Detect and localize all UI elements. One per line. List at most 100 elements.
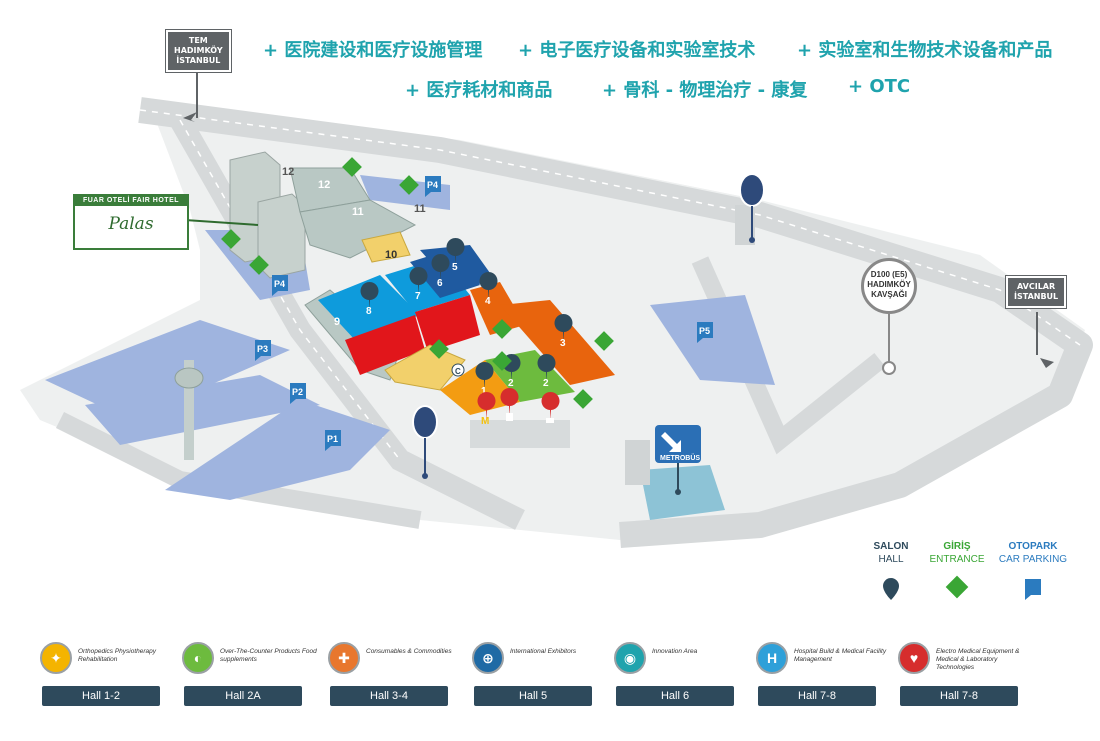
d100-junction-sign: D100 (E5) HADIMKÖY KAVŞAĞI <box>861 258 917 314</box>
card-label: International Exhibitors <box>510 648 577 655</box>
hall-7-8-button[interactable]: Hall 7-8 <box>758 686 876 706</box>
metrobus-arrow-icon <box>661 432 681 452</box>
entrance-icon <box>492 319 512 339</box>
bone-icon: ✦ <box>40 642 72 674</box>
entrance-icon <box>492 351 512 371</box>
parking-label-p2: P2 <box>292 387 303 397</box>
parking-marker <box>255 340 271 361</box>
hall-pin-c: C <box>455 367 461 376</box>
hall-1-2-button[interactable]: Hall 1-2 <box>42 686 160 706</box>
card-label: Orthopedics Physiotherapy Rehabilitation <box>78 648 157 663</box>
hall-1-building <box>440 360 520 415</box>
lane-line <box>179 119 401 461</box>
card-label: Electro Medical Equipment & Medical & La… <box>936 648 1020 671</box>
fair-hotel-sign: FUAR OTELİ FAIR HOTEL Palas <box>73 194 189 250</box>
parking-label-p4: P4 <box>274 279 285 289</box>
avcilar-sign: AVCILAR İSTANBUL <box>1006 276 1067 308</box>
hotel-logo: Palas <box>108 214 154 234</box>
legend-entrance-title: GİRİŞ <box>943 541 971 552</box>
entrance-icon <box>594 331 614 351</box>
tem-sign-line: HADIMKÖY <box>174 46 223 55</box>
parking-marker <box>325 430 341 451</box>
metro-icon <box>412 405 438 439</box>
legend-hall-title: SALON <box>873 541 909 552</box>
legend-parking-title: OTOPARK <box>1008 541 1058 552</box>
entrance-icon <box>342 157 362 177</box>
parking-marker <box>272 275 288 296</box>
hall-pin <box>446 238 465 266</box>
hall-pin-8: 8 <box>366 306 372 317</box>
hall-3-4-button[interactable]: Hall 3-4 <box>330 686 448 706</box>
heartbeat-icon: ♥ <box>898 642 930 674</box>
legend-hall-sub: HALL <box>878 554 904 565</box>
hotel-caption: FUAR OTELİ FAIR HOTEL <box>75 196 187 206</box>
d100-sign-line: KAVŞAĞI <box>871 290 907 299</box>
hall-6-button[interactable]: Hall 6 <box>616 686 734 706</box>
hotel-leader-line <box>184 219 259 226</box>
d100-sign-line: HADIMKÖY <box>867 280 911 289</box>
fuel-icon <box>506 413 513 421</box>
hall-7-8-electro-button[interactable]: Hall 7-8 <box>900 686 1018 706</box>
category-otc: + OTC <box>848 76 911 97</box>
legend-parking: OTOPARK CAR PARKING <box>996 540 1070 606</box>
tem-sign: TEM HADIMKÖY İSTANBUL <box>166 30 231 72</box>
category-orthopedics: + 骨科 - 物理治疗 - 康复 <box>602 80 808 101</box>
legend-hall: SALON HALL <box>854 540 928 606</box>
entrance-icon <box>249 255 269 275</box>
hall-pin-4: 4 <box>485 296 491 307</box>
parking-icon <box>1025 579 1041 600</box>
hall-label-11: 11 <box>352 206 364 218</box>
tem-sign-line: İSTANBUL <box>176 56 221 65</box>
hall-pin <box>409 267 428 295</box>
avcilar-sign-line: İSTANBUL <box>1014 292 1059 301</box>
fuel-pin <box>500 388 519 416</box>
card-label: Innovation Area <box>652 648 698 655</box>
tv-tower <box>184 360 194 460</box>
cafe-icon <box>546 418 554 423</box>
hall-pin <box>554 314 573 342</box>
hall-label-12b: 12 <box>282 166 294 178</box>
entrance-markers <box>221 157 614 409</box>
hall-5-button[interactable]: Hall 5 <box>474 686 592 706</box>
entrance-icon <box>429 339 449 359</box>
hospital-icon: H <box>756 642 788 674</box>
pill-icon: ◐ <box>182 642 214 674</box>
entrance-icon <box>399 175 419 195</box>
metro-icon <box>739 173 765 207</box>
parking-marker <box>697 322 713 343</box>
hall-pin <box>537 354 556 382</box>
parking-marker <box>425 176 441 197</box>
hall-pin <box>431 254 450 282</box>
hall-pin-1: 1 <box>481 386 487 397</box>
hall-pin-2b: 2 <box>543 378 549 389</box>
card-label: Consumables & Commodities <box>366 648 452 655</box>
mcdonalds-pin <box>477 392 496 420</box>
consumables-icon: ✚ <box>328 642 360 674</box>
d100-sign-line: D100 (E5) <box>870 270 908 279</box>
category-electro-medical: + 电子医疗设备和实验室技术 <box>518 40 756 61</box>
parking-label-p1: P1 <box>327 434 338 444</box>
hall-7-red <box>415 295 480 352</box>
legend-entrance-sub: ENTRANCE <box>929 554 985 565</box>
hall-3-building <box>500 300 615 385</box>
metrobus-label: METROBÜS <box>660 453 700 462</box>
hall-2a-button[interactable]: Hall 2A <box>184 686 302 706</box>
avcilar-sign-line: AVCILAR <box>1017 282 1056 291</box>
parking-marker <box>290 383 306 404</box>
parking-area-p1 <box>165 400 390 500</box>
hall-label-11b: 11 <box>414 203 426 215</box>
hall-pin-icon <box>883 578 899 600</box>
metro-stop <box>735 205 755 245</box>
entrance-icon <box>221 229 241 249</box>
innovation-icon: ◉ <box>614 642 646 674</box>
parking-area-p5 <box>650 295 775 385</box>
hall-pin-c-marker <box>451 363 465 377</box>
legend-entrance: GİRİŞ ENTRANCE <box>920 540 994 604</box>
north-arrow-icon <box>183 112 197 122</box>
card-label: Hospital Build & Medical Facility Manage… <box>794 648 887 663</box>
category-hospital-build: + 医院建设和医疗设施管理 <box>263 40 483 61</box>
parking-label-p4-north: P4 <box>427 180 438 190</box>
card-label: Over-The-Counter Products Food supplemen… <box>220 648 317 663</box>
hall-c-building <box>384 344 466 391</box>
hall-pin-5: 5 <box>452 262 458 273</box>
